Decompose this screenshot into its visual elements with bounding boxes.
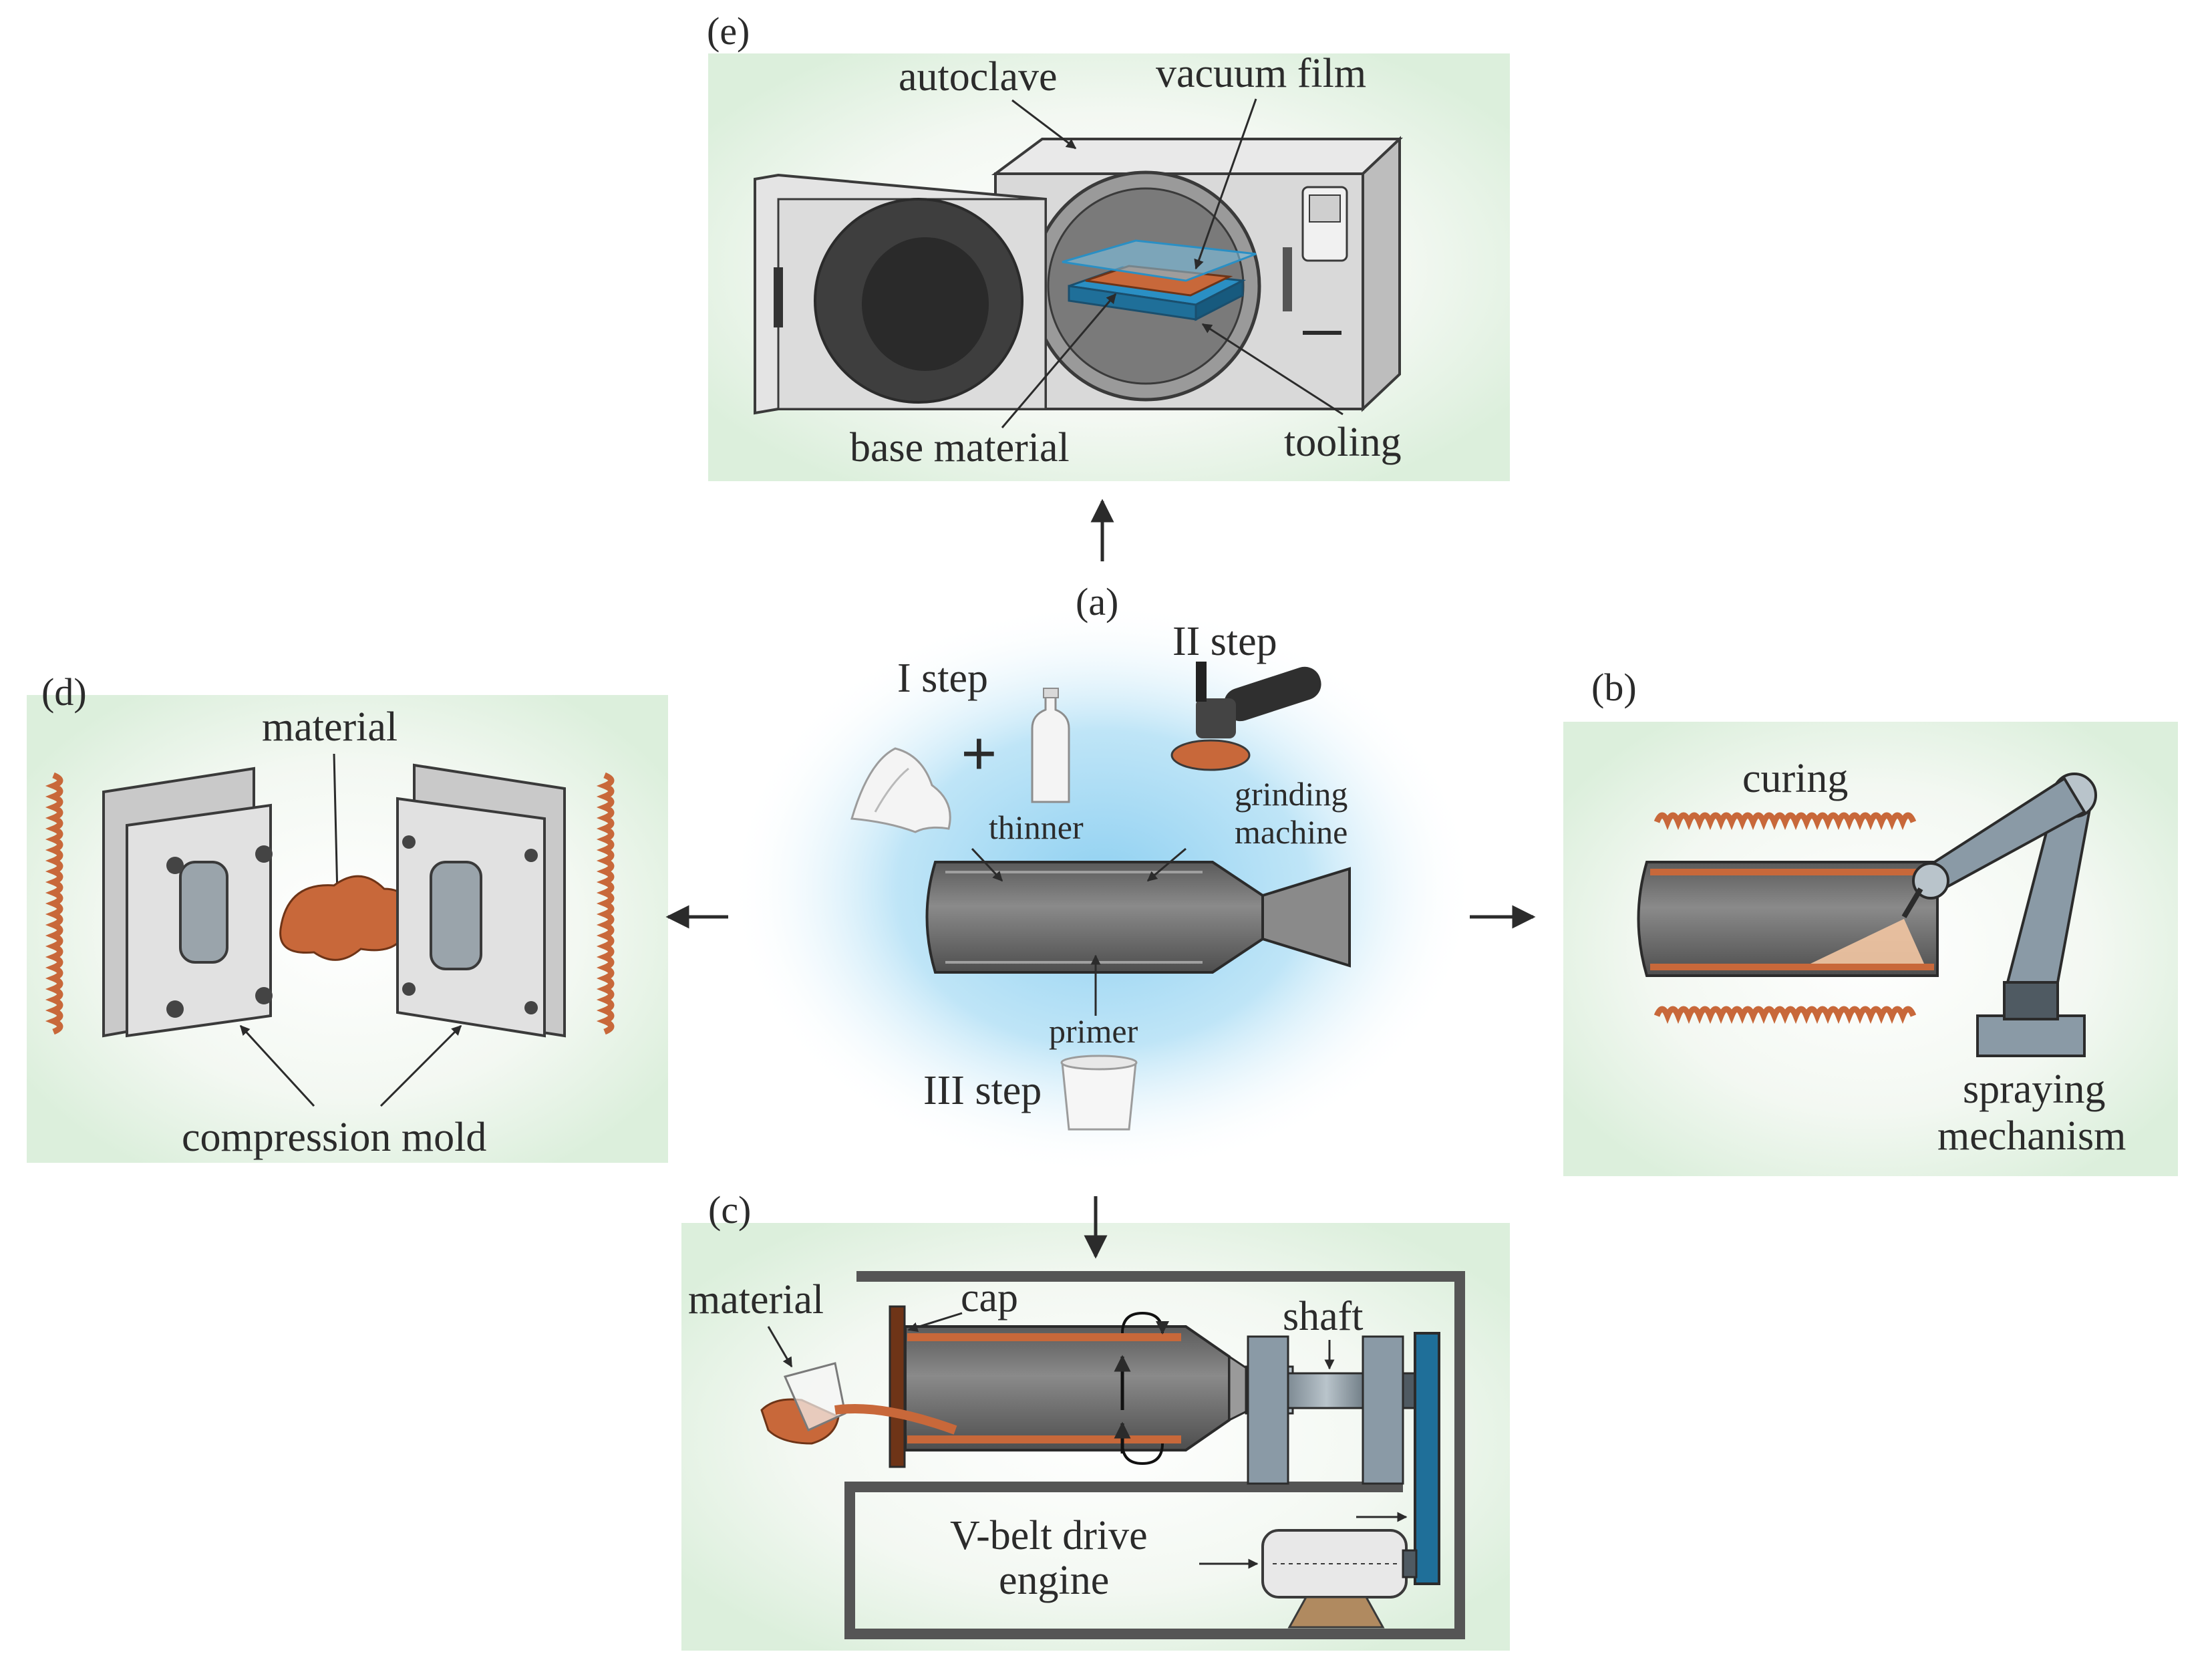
spraying-label-line2: mechanism (1937, 1113, 2126, 1159)
rocket-nozzle (1261, 867, 1351, 968)
rocket-motor-case (925, 861, 1264, 974)
grinding-pointer (1146, 847, 1187, 882)
pin-hole (402, 835, 416, 849)
grinding-label-line2: machine (1235, 813, 1348, 851)
v-belt (1414, 1332, 1440, 1585)
mold-material-label: material (262, 704, 398, 750)
plus-sign: + (961, 718, 997, 789)
mold-pointer-left (239, 1024, 315, 1107)
tooling-label: tooling (1284, 420, 1402, 465)
autoclave-side (1362, 136, 1401, 412)
guide-pin (255, 987, 273, 1004)
engine-pulley (1402, 1549, 1418, 1578)
material-pour-stream (834, 1404, 957, 1435)
machine-frame (844, 1271, 1465, 1639)
engine-label: engine (999, 1558, 1109, 1603)
spray-cone (1810, 919, 1924, 964)
cap-plate (889, 1305, 906, 1468)
primer-bucket-icon (1061, 1061, 1137, 1131)
vacuum-film-layer (1062, 239, 1257, 282)
lining-top (907, 1333, 1181, 1341)
panel-b: (b) curing spraying mechanism (1591, 666, 2126, 1159)
pin-hole (524, 849, 538, 862)
spraying-label-line1: spraying (1963, 1067, 2106, 1112)
primer-label: primer (1049, 1012, 1138, 1050)
guide-pin (166, 857, 184, 874)
panel-d: (d) material compression mold (41, 670, 615, 1160)
mold-material-pointer (332, 753, 343, 897)
bearing-block-left (1247, 1335, 1289, 1485)
tooling-plate-side (1195, 279, 1244, 321)
grinding-label-line1: grinding (1235, 775, 1348, 813)
step3-label: III step (923, 1068, 1042, 1113)
step1-label: I step (897, 656, 988, 701)
panel-e-label: (e) (707, 9, 750, 53)
panel-c-label: (c) (708, 1188, 751, 1232)
coating-bottom (1650, 964, 1934, 970)
thinner-label: thinner (989, 809, 1084, 846)
panel-a-label: (a) (1076, 580, 1118, 623)
curing-label: curing (1742, 756, 1848, 801)
shaft (1287, 1372, 1366, 1409)
rotation-arrow-curve-bottom (1121, 1443, 1164, 1466)
bucket-rim (1060, 1055, 1138, 1071)
panel-c: (c) material cap s (688, 1188, 1465, 1639)
guide-pin (255, 845, 273, 863)
autoclave-latch (1283, 247, 1292, 311)
autoclave-pointer (1011, 99, 1077, 150)
vbelt-label: V-belt drive (950, 1513, 1148, 1558)
grinding-machine-icon (1170, 662, 1321, 771)
mold-pointer-right (379, 1024, 462, 1107)
panel-d-label: (d) (41, 670, 87, 714)
shaft-label: shaft (1283, 1294, 1364, 1339)
autoclave-door-window-inner (862, 237, 989, 371)
panel-b-label: (b) (1591, 666, 1637, 709)
bottle-cap (1043, 688, 1059, 698)
thinner-pointer (971, 847, 1003, 882)
autoclave-top (991, 138, 1404, 175)
c-material-pointer (767, 1326, 793, 1368)
spray-nozzle (1901, 887, 1923, 919)
coating-top (1650, 869, 1934, 875)
compression-mold-label: compression mold (182, 1115, 486, 1160)
guide-pin (166, 1000, 184, 1018)
cap-label: cap (961, 1275, 1018, 1321)
top-curing-coil (1653, 812, 1917, 831)
bottom-curing-coil (1653, 1006, 1917, 1024)
robot-turret (2003, 981, 2059, 1020)
rotation-arrow-curve-top (1121, 1311, 1169, 1335)
autoclave-label: autoclave (899, 54, 1058, 100)
panel-a: (a) I step II step III step + thinner gr… (850, 580, 1351, 1131)
engine-mount (1287, 1596, 1385, 1629)
lining-bottom (907, 1435, 1181, 1443)
right-mold-cavity (430, 861, 482, 970)
pin-hole (524, 1001, 538, 1014)
right-heater-coil (596, 772, 615, 1035)
robot-base (1976, 1014, 2086, 1057)
panel-e: (e) autoclave vacuum film base material … (707, 9, 1404, 470)
step2-label: II step (1172, 619, 1277, 664)
c-material-label: material (688, 1277, 824, 1323)
cloth-fold (874, 767, 909, 813)
bearing-block-right (1362, 1335, 1404, 1485)
robot-wrist-joint (1912, 862, 1949, 899)
vacuum-film-label: vacuum film (1156, 51, 1366, 96)
vacuum-film-pointer (1194, 98, 1257, 270)
base-material-pointer (1001, 293, 1117, 428)
tooling-pointer (1201, 323, 1344, 416)
autoclave-door-hinge (774, 267, 783, 327)
base-material-label: base material (850, 425, 1070, 470)
pin-hole (402, 982, 416, 996)
autoclave-display (1309, 194, 1341, 223)
left-mold-cavity (179, 861, 228, 964)
cap-pointer (907, 1312, 963, 1333)
left-heater-coil (45, 772, 63, 1035)
